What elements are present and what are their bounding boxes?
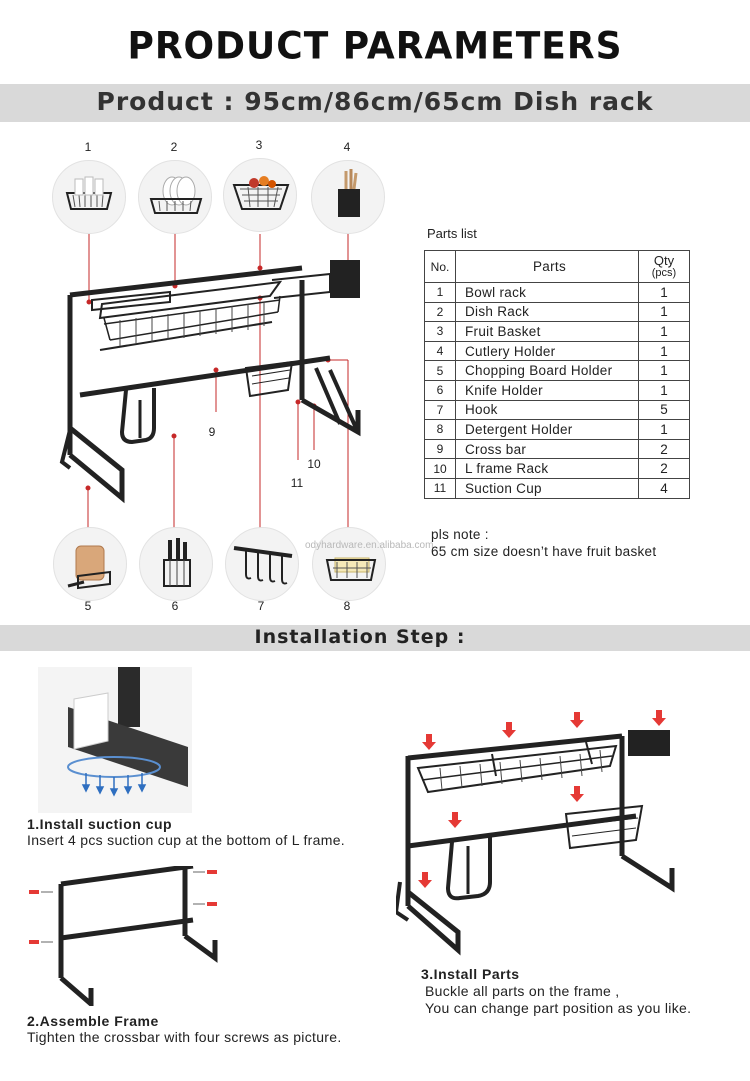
fruit-basket-icon — [232, 176, 290, 210]
part-qty: 2 — [638, 458, 690, 479]
detergent-holder-image — [312, 527, 386, 601]
callout-number-11: 11 — [290, 476, 304, 490]
part-qty: 5 — [638, 399, 690, 421]
part-qty: 4 — [638, 477, 690, 499]
chopping-board-icon — [67, 545, 111, 590]
part-number: 5 — [424, 360, 456, 381]
callout-number-7: 7 — [257, 599, 265, 613]
part-qty: 1 — [638, 419, 690, 440]
step-2-desc: Tighten the crossbar with four screws as… — [27, 1029, 342, 1045]
part-qty: 1 — [638, 340, 690, 362]
note-label: pls note : — [431, 527, 489, 542]
knife-holder-icon — [163, 538, 191, 587]
callout-number-2: 2 — [170, 140, 178, 154]
part-name: Detergent Holder — [455, 419, 639, 440]
part-number: 7 — [424, 399, 456, 421]
step-1-desc: Insert 4 pcs suction cup at the bottom o… — [27, 832, 345, 848]
watermark: odyhardware.en.alibaba.com — [305, 540, 434, 551]
callout-number-1: 1 — [84, 140, 92, 154]
part-name: Hook — [455, 399, 639, 421]
part-number: 11 — [424, 477, 456, 499]
callout-number-9: 9 — [208, 425, 216, 439]
hook-icon — [233, 546, 293, 585]
hook-image — [225, 527, 299, 601]
part-qty: 1 — [638, 321, 690, 342]
part-number: 6 — [424, 379, 456, 401]
part-number: 3 — [424, 321, 456, 342]
step-3-desc-line-2: You can change part position as you like… — [425, 1000, 692, 1016]
parts-list-title: Parts list — [427, 226, 477, 241]
dish-rack-image — [138, 160, 212, 234]
rack-diagram — [59, 234, 361, 530]
install-parts-diagram — [396, 710, 675, 956]
size-note: pls note : 65 cm size doesn’t have fruit… — [431, 526, 656, 560]
installation-band: Installation Step : — [0, 625, 750, 651]
part-name: Dish Rack — [455, 301, 639, 323]
bowl-rack-image — [52, 160, 126, 234]
part-name: L frame Rack — [455, 458, 639, 479]
part-name: Chopping Board Holder — [455, 360, 639, 381]
part-qty: 1 — [638, 379, 690, 401]
product-subtitle: Product : 95cm/86cm/65cm Dish rack — [96, 87, 654, 116]
callout-number-6: 6 — [171, 599, 179, 613]
part-qty: 2 — [638, 438, 690, 460]
installation-title: Installation Step : — [254, 626, 466, 648]
part-number: 9 — [424, 438, 456, 460]
part-name: Fruit Basket — [455, 321, 639, 342]
fruit-basket-image — [223, 158, 297, 232]
qty-label: Qty — [653, 252, 675, 268]
detergent-holder-icon — [325, 557, 377, 581]
subtitle-band: Product : 95cm/86cm/65cm Dish rack — [0, 84, 750, 122]
part-qty: 1 — [638, 301, 690, 323]
part-number: 1 — [424, 282, 456, 303]
page-title: PRODUCT PARAMETERS — [127, 24, 623, 69]
step-1-title: 1.Install suction cup — [27, 816, 173, 832]
part-number: 2 — [424, 301, 456, 323]
part-number: 4 — [424, 340, 456, 362]
note-text: 65 cm size doesn’t have fruit basket — [431, 544, 657, 559]
callout-number-4: 4 — [343, 140, 351, 154]
suction-cup-photo — [38, 667, 192, 813]
callout-number-3: 3 — [255, 138, 263, 152]
cutlery-holder-icon — [338, 169, 360, 217]
step-3-desc-line-1: Buckle all parts on the frame , — [425, 983, 620, 999]
part-name: Cross bar — [455, 438, 639, 460]
bowl-rack-icon — [65, 176, 113, 210]
part-name: Bowl rack — [455, 282, 639, 303]
dish-rack-icon — [149, 176, 203, 214]
chopping-board-holder-image — [53, 527, 127, 601]
assemble-frame-diagram — [29, 866, 218, 1006]
part-name: Suction Cup — [455, 477, 639, 499]
part-name: Cutlery Holder — [455, 340, 639, 362]
part-number: 8 — [424, 419, 456, 440]
step-3-title: 3.Install Parts — [421, 966, 520, 982]
part-number: 10 — [424, 458, 456, 479]
cutlery-holder-image — [311, 160, 385, 234]
col-header-qty: Qty (pcs) — [638, 250, 690, 283]
callout-number-10: 10 — [307, 457, 321, 471]
col-header-parts: Parts — [455, 250, 639, 283]
part-qty: 1 — [638, 282, 690, 303]
step-2-title: 2.Assemble Frame — [27, 1013, 159, 1029]
knife-holder-image — [139, 527, 213, 601]
col-header-no: No. — [424, 250, 456, 283]
part-name: Knife Holder — [455, 379, 639, 401]
callout-number-5: 5 — [84, 599, 92, 613]
part-qty: 1 — [638, 360, 690, 381]
qty-unit: (pcs) — [651, 266, 677, 279]
callout-number-8: 8 — [343, 599, 351, 613]
